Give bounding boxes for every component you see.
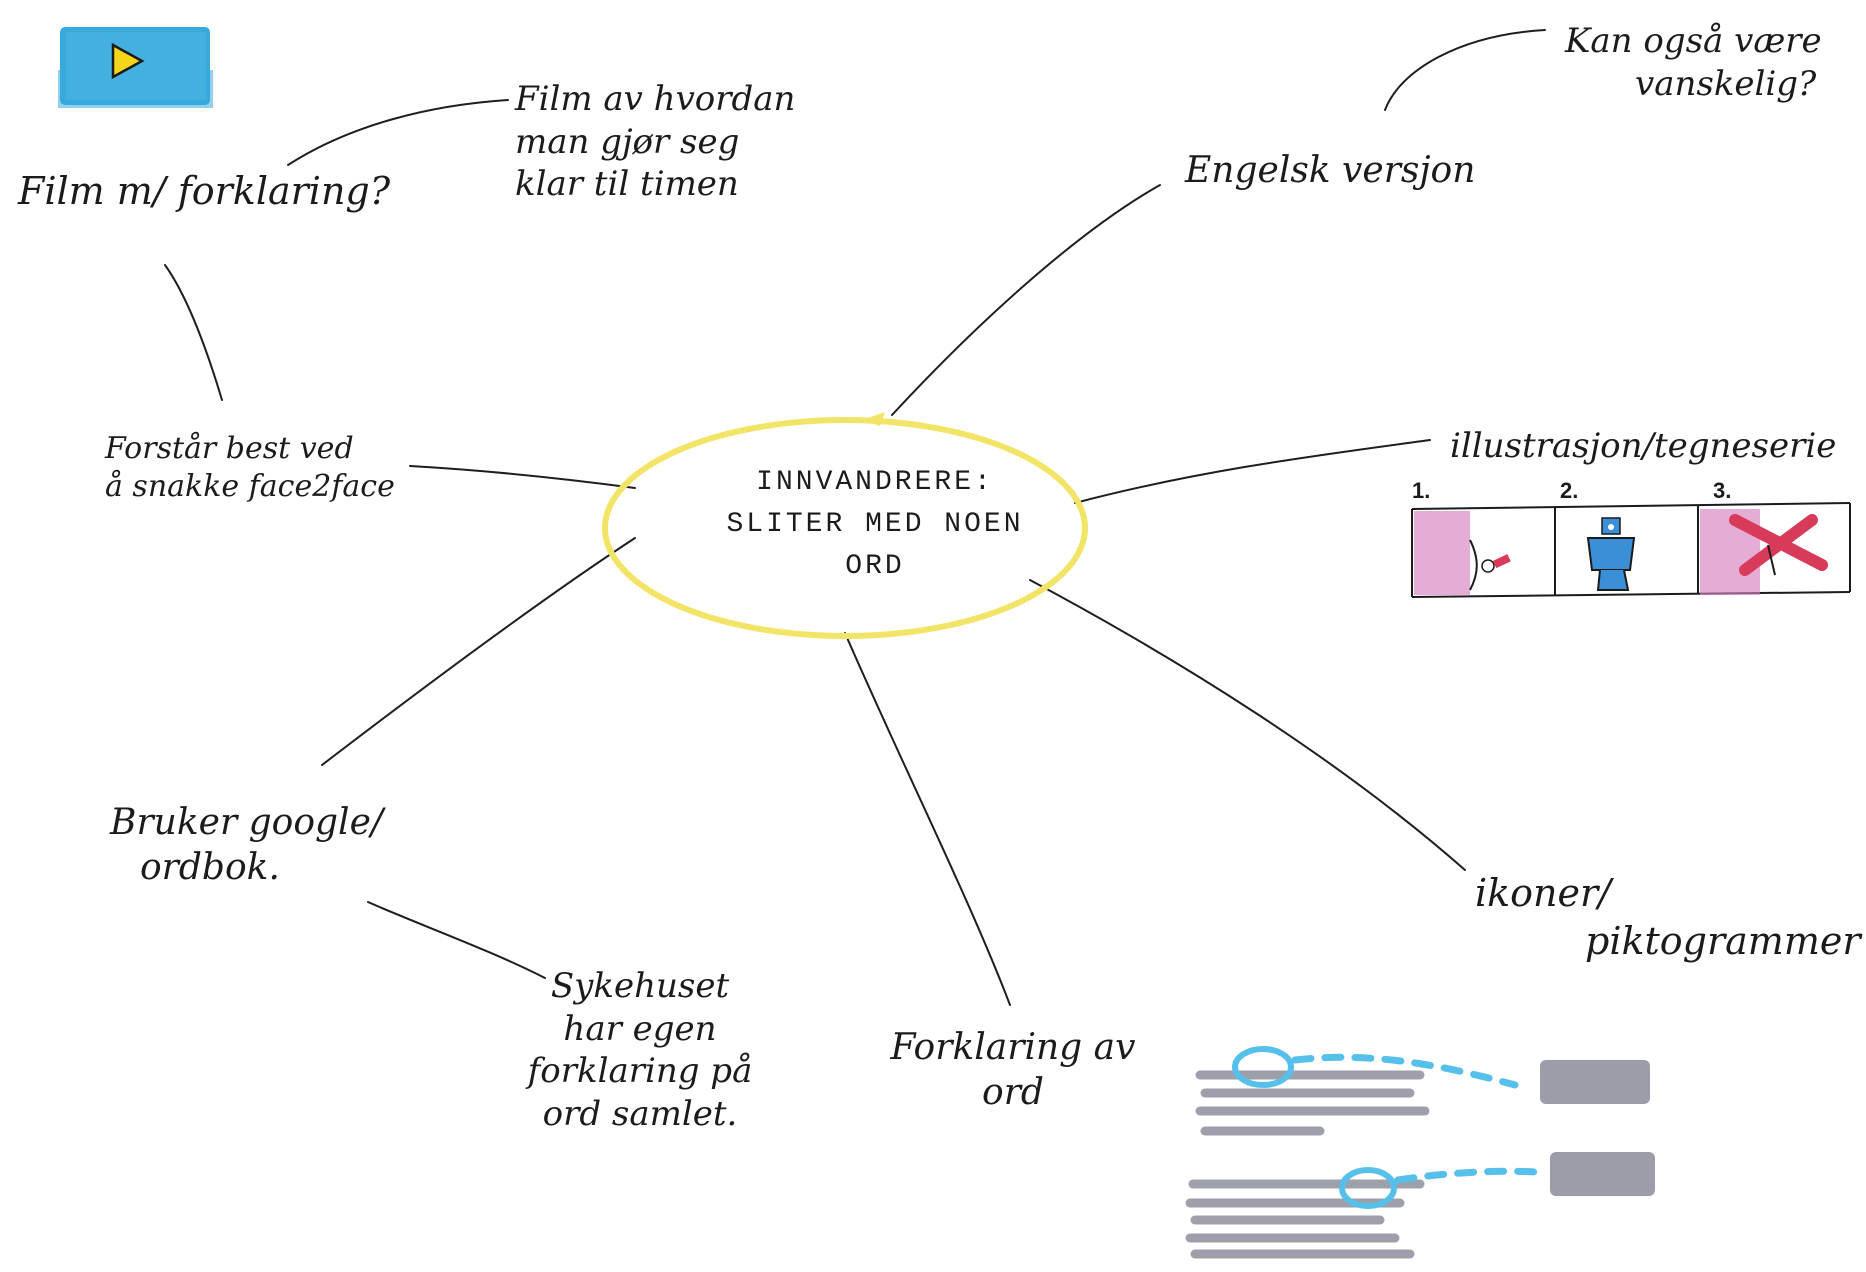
center-ring (602, 417, 1088, 639)
center-topic-line-3: ORD (845, 551, 905, 582)
node-word-explain-line-2: ord (982, 1072, 1044, 1113)
connector-film-howto (287, 99, 509, 166)
node-film-howto-line-1: Film av hvordan (515, 79, 796, 119)
node-word-explain-line-1: Forklaring av (890, 1027, 1136, 1068)
node-english-note: Kan også være vanskelig? (1565, 20, 1822, 105)
play-video-icon (58, 27, 213, 108)
node-english-note-line-1: Kan også være (1565, 21, 1822, 61)
connector-face2face (409, 465, 636, 489)
node-icons: ikoner/ piktogrammer (1475, 870, 1861, 965)
node-google: Bruker google/ ordbok. (110, 800, 383, 890)
center-topic-line-2: SLITER MED NOEN (726, 509, 1024, 540)
node-icons-line-2: piktogrammer (1585, 918, 1861, 963)
node-english-note-line-2: vanskelig? (1635, 63, 1817, 104)
connector-hospital (367, 901, 546, 979)
node-illustration: illustrasjon/tegneserie (1450, 426, 1837, 466)
node-icons-line-1: ikoner/ (1475, 871, 1611, 915)
node-hospital-line-3: forklaring på (527, 1051, 753, 1091)
comic-panel-number-1: 1. (1412, 478, 1431, 503)
node-face2face-line-2: å snakke face2face (105, 468, 395, 504)
node-word-explain: Forklaring av ord (868, 1025, 1158, 1115)
node-face2face: Forstår best ved å snakke face2face (105, 430, 395, 505)
connector-icons (1029, 579, 1466, 871)
connector-word-explain (844, 632, 1011, 1006)
node-film-howto-line-2: man gjør seg (515, 121, 740, 162)
node-hospital-line-1: Sykehuset (550, 966, 730, 1006)
center-topic: INNVANDRERE: SLITER MED NOEN ORD (665, 462, 1085, 588)
connector-english (891, 184, 1161, 416)
connector-google (321, 537, 636, 766)
node-hospital-line-2: har egen (563, 1008, 717, 1049)
comic-panel-number-3: 3. (1713, 478, 1732, 503)
connector-film-explain (164, 264, 223, 401)
node-film-howto-line-3: klar til timen (515, 164, 739, 204)
node-face2face-line-1: Forstår best ved (105, 431, 354, 466)
highlighted-text-illustration (1185, 1046, 1655, 1259)
center-topic-line-1: INNVANDRERE: (756, 467, 994, 498)
node-film-howto: Film av hvordan man gjør seg klar til ti… (515, 78, 795, 206)
node-hospital-line-4: ord samlet. (542, 1093, 738, 1134)
node-google-line-2: ordbok. (140, 847, 280, 888)
connector-english-note (1384, 29, 1546, 111)
node-english: Engelsk versjon (1185, 150, 1476, 191)
center-ring-arrow (862, 412, 885, 426)
node-film-explain: Film m/ forklaring? (18, 169, 391, 213)
node-hospital: Sykehuset har egen forklaring på ord sam… (505, 965, 775, 1135)
node-google-line-1: Bruker google/ (110, 802, 384, 843)
comic-strip-illustration (1411, 502, 1851, 598)
comic-panel-number-2: 2. (1560, 478, 1579, 503)
connector-illustration (1074, 439, 1431, 504)
